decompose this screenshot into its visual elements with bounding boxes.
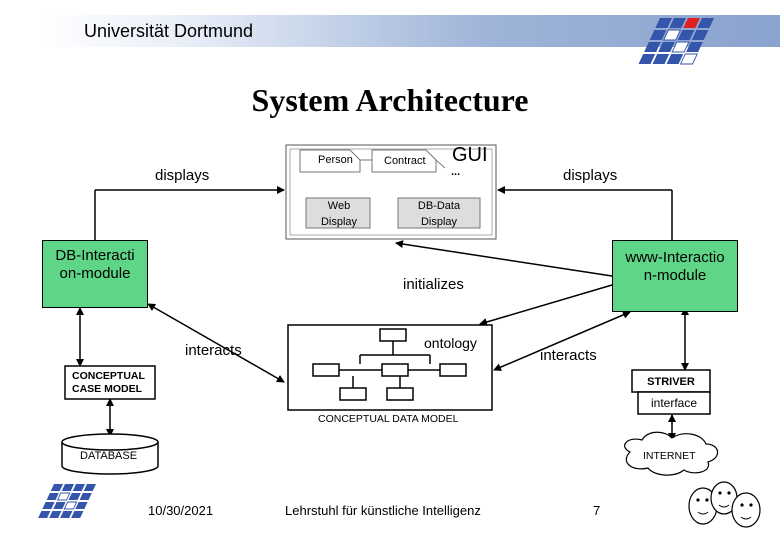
page-title: System Architecture <box>251 82 529 118</box>
edge-label-interacts-left: interacts <box>185 342 242 359</box>
gui-label: GUI <box>452 144 488 166</box>
database-label: DATABASE <box>80 450 138 462</box>
footer-chair: Lehrstuhl für künstliche Intelligenz <box>285 503 481 518</box>
footer-logo-icon <box>38 484 96 518</box>
conceptual-case-model-label: CONCEPTUAL CASE MODEL <box>72 370 145 395</box>
faces-clipart-icon <box>688 481 761 528</box>
edge-label-initializes: initializes <box>403 276 464 293</box>
gui-tab-person: Person <box>318 154 353 166</box>
www-interaction-module-label: www-Interaction-module <box>625 249 725 284</box>
cloud-icon <box>624 431 719 476</box>
footer-page-number: 7 <box>593 503 601 518</box>
conceptual-data-model-label: CONCEPTUAL DATA MODEL <box>318 413 459 425</box>
striver-label: STRIVER <box>647 376 695 388</box>
gui-tab-contract: Contract <box>384 155 426 167</box>
conceptual-case-model-box <box>64 365 156 400</box>
striver-interface-label: interface <box>650 396 698 410</box>
www-interaction-module: www-Interaction-module <box>612 240 738 312</box>
gui-window <box>285 144 497 240</box>
header-title: Universität Dortmund <box>84 21 254 41</box>
internet-label: INTERNET <box>643 450 696 462</box>
gui-web-display: Web Display <box>320 200 358 228</box>
ontology-label: ontology <box>424 335 477 351</box>
edge-label-displays-right: displays <box>563 167 618 184</box>
db-interaction-module-label: DB-Interaction-module <box>55 247 135 282</box>
gui-db-data-display: DB-Data Display <box>417 200 461 228</box>
db-interaction-module: DB-Interaction-module <box>42 240 148 308</box>
footer-date: 10/30/2021 <box>148 503 214 518</box>
edge-label-interacts-right: interacts <box>540 347 597 364</box>
gui-ellipsis: ... <box>451 166 461 178</box>
edge-label-displays-left: displays <box>155 167 210 184</box>
ontology-box <box>287 324 493 411</box>
database-icon <box>61 433 159 475</box>
striver-interface-box <box>637 391 711 415</box>
